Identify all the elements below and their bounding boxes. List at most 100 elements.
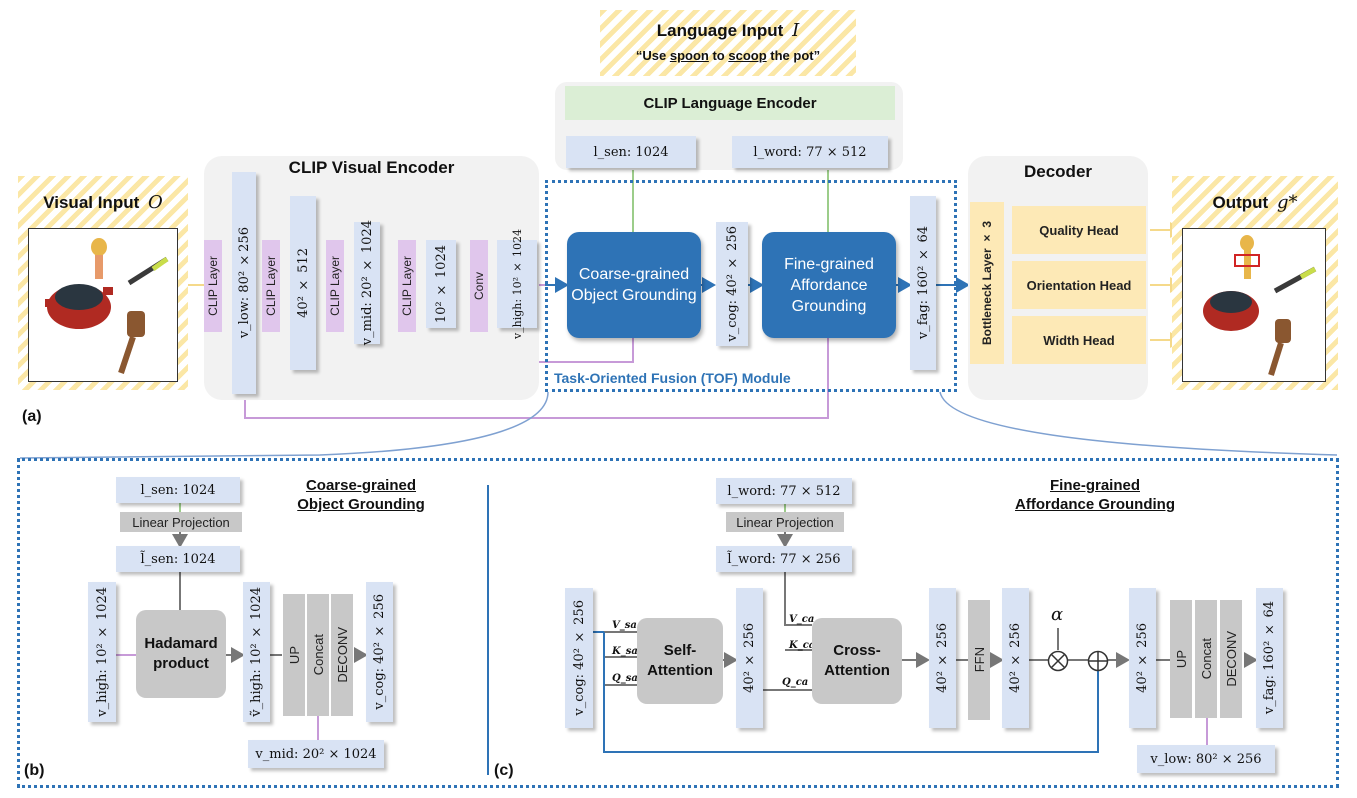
language-instruction: “Use spoon to scoop the pot” — [600, 48, 856, 63]
output-box: Output g* — [1172, 176, 1338, 390]
alpha-label: α — [1051, 604, 1064, 625]
tof-module-title: Task-Oriented Fusion (TOF) Module — [554, 370, 791, 386]
conv-layer: Conv — [470, 240, 488, 332]
clip-layer-2: CLIP Layer — [262, 240, 280, 332]
visual-input-box: Visual Input O — [18, 176, 188, 390]
panel-c-title-line2: Affordance Grounding — [1015, 496, 1175, 513]
q-sa-label: Q_sa — [612, 673, 638, 684]
clip-layer-3: CLIP Layer — [326, 240, 344, 332]
panel-b-title: Coarse-grained Object Grounding — [268, 476, 454, 514]
panel-c-title: Fine-grained Affordance Grounding — [1000, 476, 1190, 514]
language-input-label: Language Input — [656, 21, 784, 40]
clip-layer-2-label: CLIP Layer — [264, 256, 278, 316]
conv-layer-label: Conv — [472, 271, 486, 300]
v-high-label: v_high: 10² × 1024 — [510, 228, 524, 340]
language-input-symbol: I — [792, 20, 800, 41]
c-l-word-tilde-feature: l̃_word: 77 × 256 — [716, 546, 852, 572]
v-sa-label: V_sa — [612, 620, 637, 631]
b-deconv-block: DECONV — [331, 594, 353, 716]
c-up-label: UP — [1173, 649, 1189, 669]
c-concat-block: Concat — [1195, 600, 1217, 718]
visual-input-symbol: O — [148, 192, 163, 213]
c-feature-4-label: 40² × 256 — [1135, 623, 1150, 693]
self-attention-block: Self-Attention — [637, 618, 723, 704]
quote-open: “ — [635, 48, 643, 63]
panel-label-b: (b) — [24, 762, 45, 779]
clip-layer-4-label: CLIP Layer — [400, 256, 414, 316]
feature-40x512: 40² × 512 — [290, 196, 316, 370]
c-feature-3-label: 40² × 256 — [1008, 623, 1023, 693]
clip-layer-1: CLIP Layer — [204, 240, 222, 332]
c-feature-1: 40² × 256 — [736, 588, 763, 728]
orientation-head: Orientation Head — [1012, 261, 1146, 309]
clip-layer-1-label: CLIP Layer — [206, 256, 220, 316]
c-v-cog-label: v_cog: 40² × 256 — [571, 600, 587, 716]
b-v-high-tilde-label: ṽ_high: 10² × 1024 — [249, 587, 264, 717]
panel-label-c: (c) — [494, 762, 514, 779]
c-deconv-label: DECONV — [1223, 631, 1239, 687]
language-input-box: Language Input I “Use spoon to scoop the… — [600, 10, 856, 76]
coarse-grained-object-grounding-block: Coarse-grained Object Grounding — [567, 232, 701, 338]
output-symbol: g* — [1276, 192, 1298, 213]
c-v-fag-feature: v_fag: 160² × 64 — [1256, 588, 1283, 728]
instruction-mid: to — [708, 48, 729, 63]
k-ca-label: K_ca — [789, 640, 816, 651]
v-fag-feature: v_fag: 160² × 64 — [910, 196, 936, 370]
clip-layer-4: CLIP Layer — [398, 240, 416, 332]
clip-visual-encoder-title: CLIP Visual Encoder — [288, 158, 455, 177]
instruction-object-word: spoon — [669, 48, 709, 63]
decoder-title: Decoder — [1023, 162, 1093, 181]
bottleneck-layer: Bottleneck Layer × 3 — [970, 202, 1004, 364]
scene-image — [28, 228, 178, 382]
clip-layer-3-label: CLIP Layer — [328, 256, 342, 316]
b-l-sen-tilde-feature: l̃_sen: 1024 — [116, 546, 240, 572]
detail-panels-frame — [17, 458, 1339, 788]
b-v-cog-feature: v_cog: 40² × 256 — [366, 582, 393, 722]
visual-input-label: Visual Input — [43, 193, 140, 212]
scene-objects-icon — [45, 238, 169, 374]
b-deconv-label: DECONV — [334, 627, 350, 683]
c-feature-3: 40² × 256 — [1002, 588, 1029, 728]
clip-language-encoder-title: CLIP Language Encoder — [565, 86, 895, 120]
c-v-fag-label: v_fag: 160² × 64 — [1262, 601, 1277, 715]
bottleneck-label: Bottleneck Layer × 3 — [980, 220, 994, 346]
multiply-icon — [1047, 650, 1069, 672]
feature-40x512-label: 40² × 512 — [295, 248, 311, 318]
ffn-block: FFN — [968, 600, 990, 720]
output-label: Output — [1212, 193, 1269, 212]
v-mid-feature: v_mid: 20² × 1024 — [354, 220, 380, 346]
c-v-cog-feature: v_cog: 40² × 256 — [565, 588, 593, 728]
v-mid-label: v_mid: 20² × 1024 — [359, 220, 375, 346]
b-v-high-tilde-feature: ṽ_high: 10² × 1024 — [243, 582, 270, 722]
instruction-prefix: Use — [642, 48, 670, 63]
q-ca-label: Q_ca — [782, 677, 809, 688]
ffn-label: FFN — [971, 647, 987, 673]
grasp-result-icon — [1203, 235, 1317, 376]
b-v-high-label: v_high: 10² × 1024 — [94, 587, 110, 717]
quality-head: Quality Head — [1012, 206, 1146, 254]
v-high-feature: v_high: 10² × 1024 — [497, 229, 537, 339]
l-word-feature: l_word: 77 × 512 — [732, 136, 888, 168]
feature-10x1024-label: 10² × 1024 — [433, 244, 449, 324]
b-up-block: UP — [283, 594, 305, 716]
c-l-word-feature: l_word: 77 × 512 — [716, 478, 852, 504]
b-up-label: UP — [286, 645, 302, 665]
visual-input-title: Visual Input O — [18, 192, 188, 213]
c-deconv-block: DECONV — [1220, 600, 1242, 718]
v-cog-feature: v_cog: 40² × 256 — [716, 222, 748, 346]
b-v-high-feature: v_high: 10² × 1024 — [88, 582, 116, 722]
c-feature-4: 40² × 256 — [1129, 588, 1156, 728]
c-feature-2: 40² × 256 — [929, 588, 956, 728]
c-up-block: UP — [1170, 600, 1192, 718]
hadamard-product-block: Hadamard product — [136, 610, 226, 698]
instruction-action-word: scoop — [728, 48, 767, 63]
b-v-cog-label: v_cog: 40² × 256 — [372, 594, 387, 710]
add-icon — [1087, 650, 1109, 672]
instruction-suffix: the pot” — [766, 48, 821, 63]
c-feature-2-label: 40² × 256 — [935, 623, 950, 693]
width-head: Width Head — [1012, 316, 1146, 364]
v-ca-label: V_ca — [789, 614, 815, 625]
panel-b-title-line2: Object Grounding — [297, 496, 425, 513]
k-sa-label: K_sa — [612, 646, 638, 657]
b-concat-block: Concat — [307, 594, 329, 716]
